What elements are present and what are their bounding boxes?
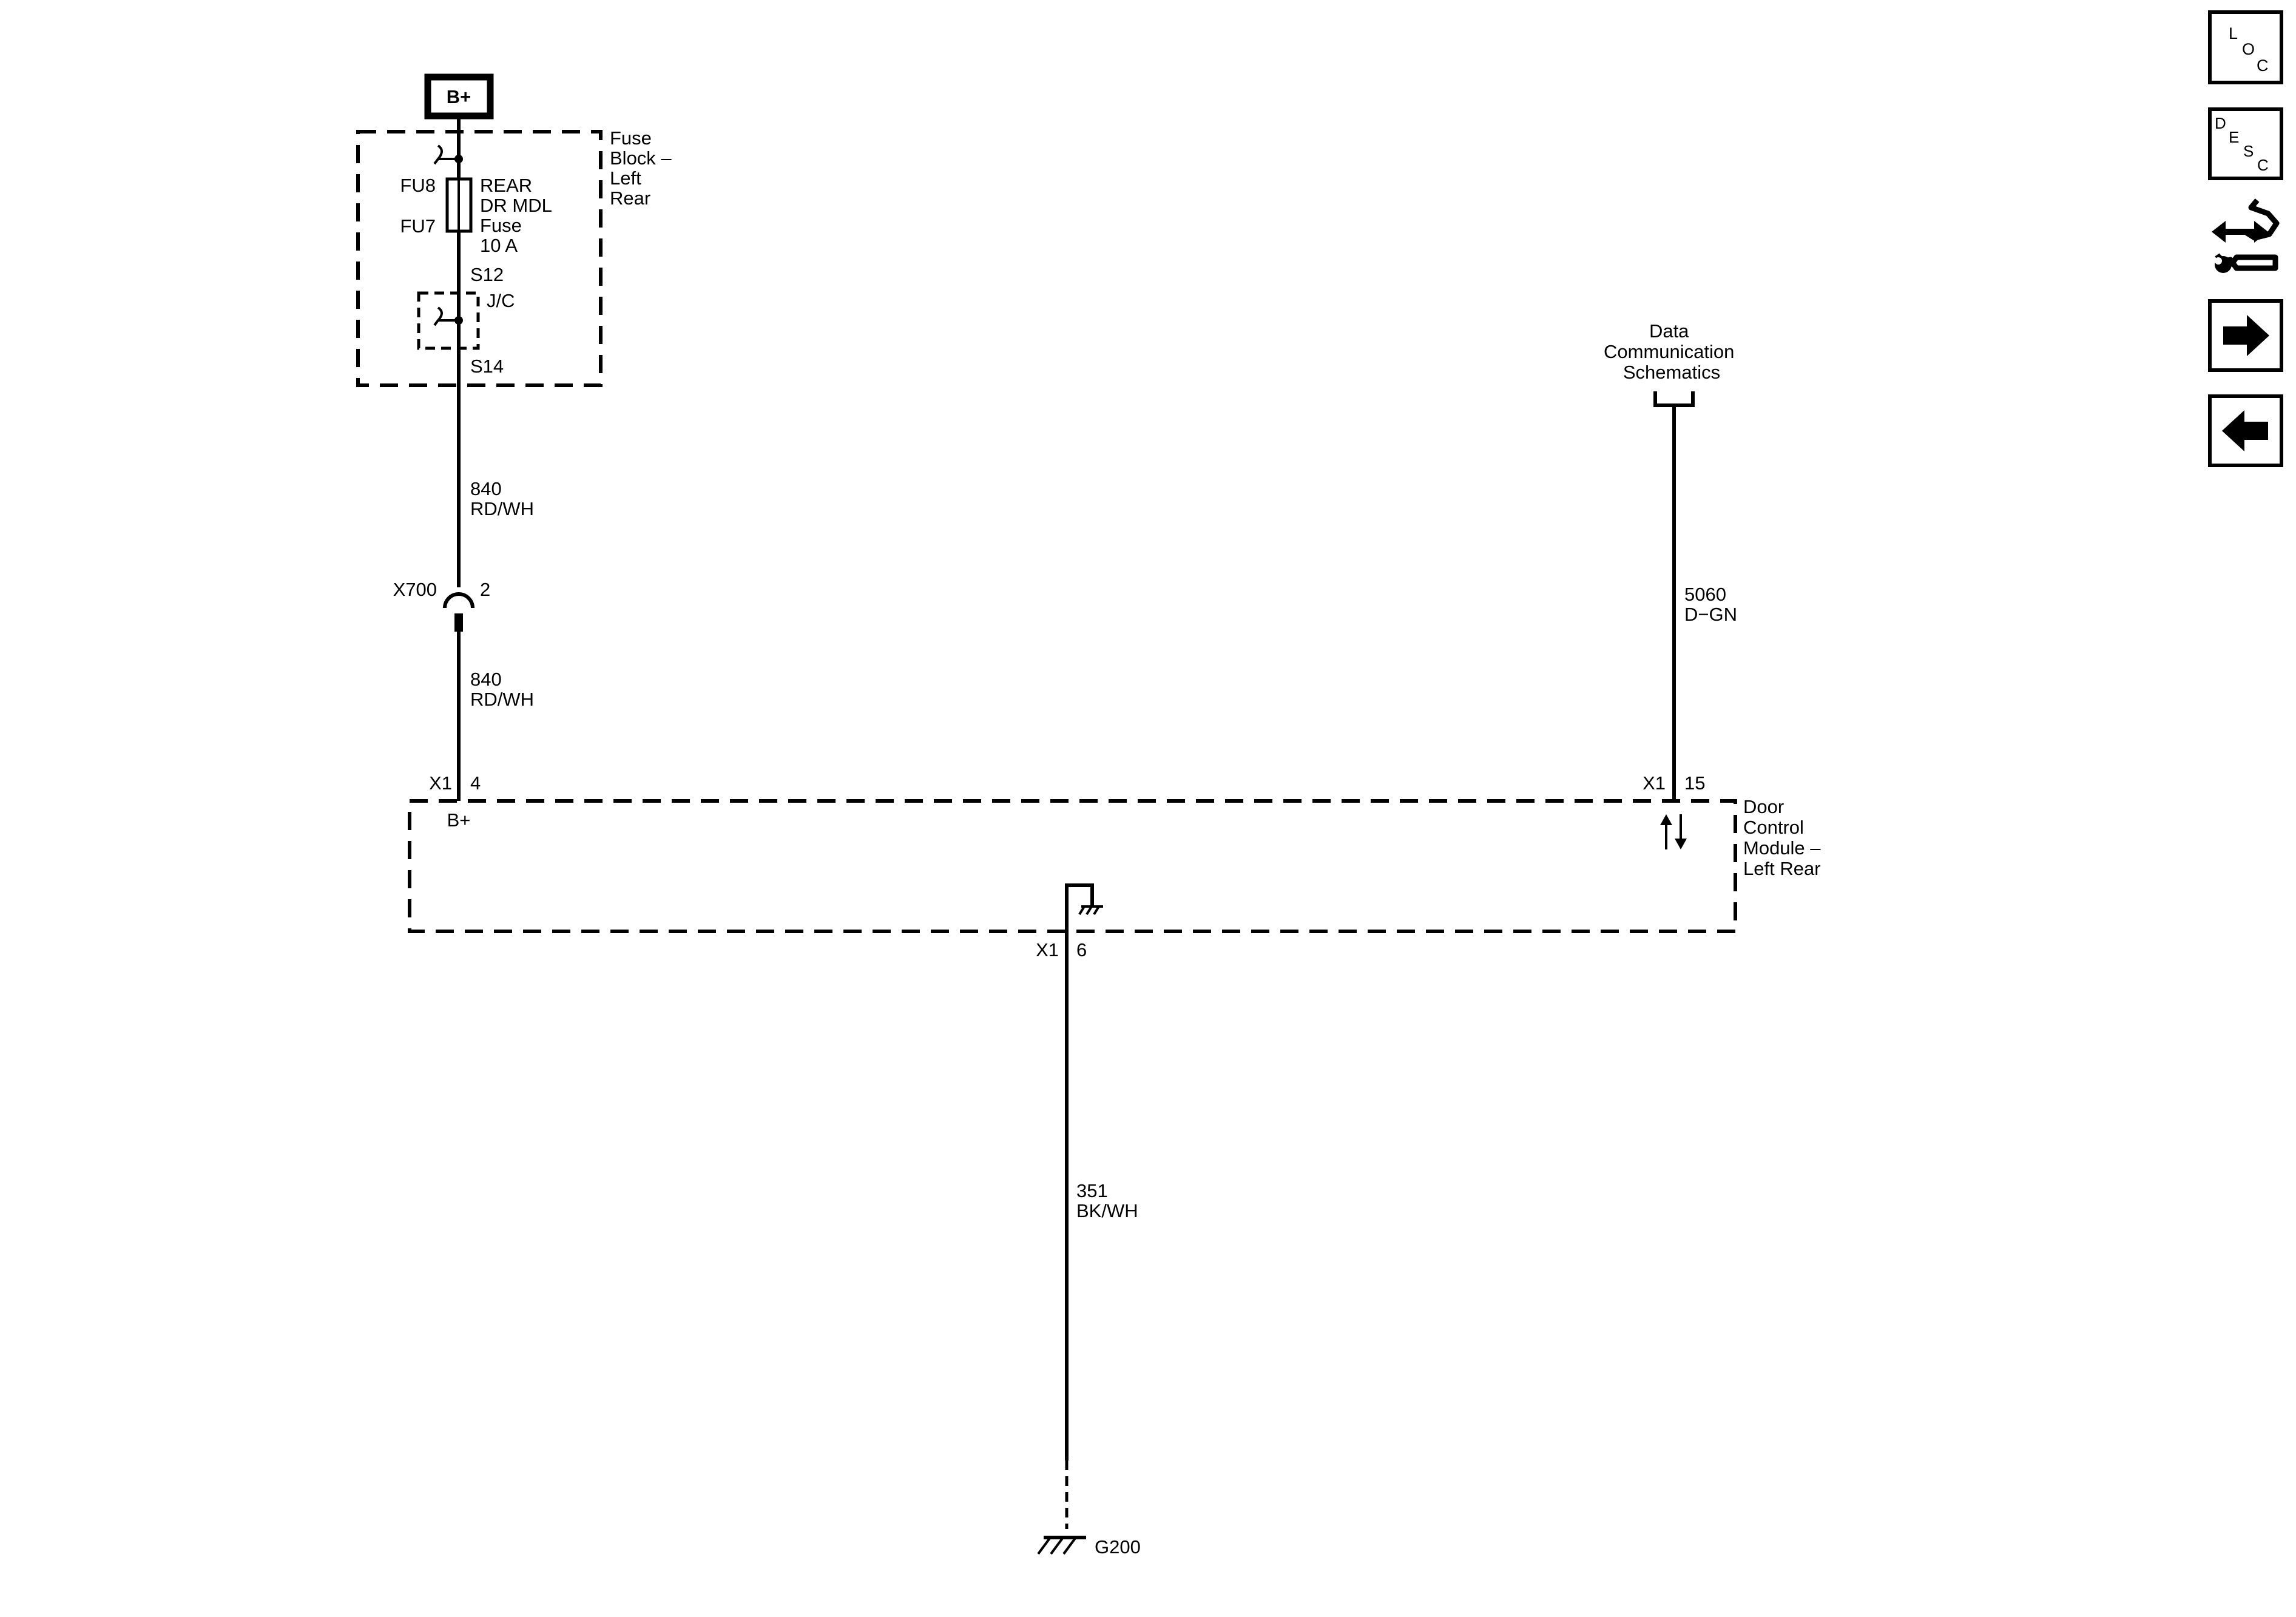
battery-power-source: B+ <box>424 73 494 120</box>
nav-button-next[interactable] <box>2208 299 2283 372</box>
pin6-connector: X1 <box>1036 939 1059 960</box>
nav-button-loc[interactable]: L O C <box>2208 10 2283 84</box>
door-control-module: Door Control Module – Left Rear X1 4 B+ … <box>408 772 1826 960</box>
svg-text:S: S <box>2243 142 2254 160</box>
fuse-block-name: Fuse Block – Left Rear <box>610 127 677 209</box>
ground-g200: G200 <box>1037 1536 1141 1558</box>
inline-connector-x700: X700 2 <box>393 579 490 632</box>
connector-female-icon <box>443 592 474 609</box>
svg-text:D: D <box>2215 114 2226 132</box>
reference-bracket-icon <box>1653 391 1695 407</box>
splice-dot-top <box>454 155 463 163</box>
pin15-number: 15 <box>1684 772 1705 794</box>
nav-button-tools[interactable] <box>2209 194 2284 285</box>
power-source-label: B+ <box>447 86 471 107</box>
desc-icon: D E S C <box>2215 114 2269 174</box>
data-reference-label: Data Communication Schematics <box>1604 320 1740 383</box>
splice-s12-label: S12 <box>470 264 504 285</box>
pin4-function: B+ <box>447 809 471 831</box>
splice-s14-label: S14 <box>470 356 504 377</box>
nav-button-desc[interactable]: D E S C <box>2208 107 2283 180</box>
svg-text:C: C <box>2257 56 2269 75</box>
svg-text:C: C <box>2257 156 2269 174</box>
pin15-connector: X1 <box>1643 772 1666 794</box>
connector-wrench-icon <box>2212 198 2280 273</box>
junction-connector: J/C <box>417 290 515 350</box>
connector-id: X700 <box>393 579 437 600</box>
circuit-label-ground: 351 BK/WH <box>1076 1180 1138 1221</box>
data-communication-reference: Data Communication Schematics <box>1604 320 1740 407</box>
svg-text:O: O <box>2242 40 2255 58</box>
circuit-label-data: 5060 D−GN <box>1684 584 1737 625</box>
circuit-label-power-lower: 840 RD/WH <box>470 669 534 710</box>
fuse-rear-dr-mdl: FU8 FU7 REAR DR MDL Fuse 10 A <box>400 175 556 256</box>
junction-connector-label: J/C <box>487 290 515 311</box>
ground-symbol-icon <box>1037 1536 1086 1555</box>
svg-text:E: E <box>2229 128 2239 146</box>
fuse-name: REAR DR MDL Fuse 10 A <box>480 175 556 256</box>
circuit-label-power-upper: 840 RD/WH <box>470 478 534 519</box>
junction-connector-outline <box>417 291 480 350</box>
arrow-left-icon <box>2222 410 2268 451</box>
fuse-ref-bottom: FU7 <box>400 215 436 237</box>
fuse-ref-top: FU8 <box>400 175 436 196</box>
module-name: Door Control Module – Left Rear <box>1743 796 1826 879</box>
arrow-right-icon <box>2223 315 2269 356</box>
nav-button-previous[interactable] <box>2208 394 2283 467</box>
fuse-block: Fuse Block – Left Rear <box>356 127 677 387</box>
pin6-number: 6 <box>1076 939 1087 960</box>
pin4-number: 4 <box>470 772 481 794</box>
chassis-ground-icon <box>1078 905 1103 916</box>
loc-icon: L O C <box>2229 24 2269 75</box>
ground-id: G200 <box>1095 1536 1141 1558</box>
bidirectional-data-icon <box>1660 814 1687 849</box>
fuse-block-outline <box>356 130 603 387</box>
svg-text:L: L <box>2229 24 2238 42</box>
internal-ground-wire <box>1065 883 1094 931</box>
splice-dot-jc <box>454 316 463 325</box>
pin4-connector: X1 <box>429 772 452 794</box>
module-outline <box>408 799 1737 933</box>
connector-pin: 2 <box>480 579 490 600</box>
connector-male-pin-icon <box>454 613 463 632</box>
